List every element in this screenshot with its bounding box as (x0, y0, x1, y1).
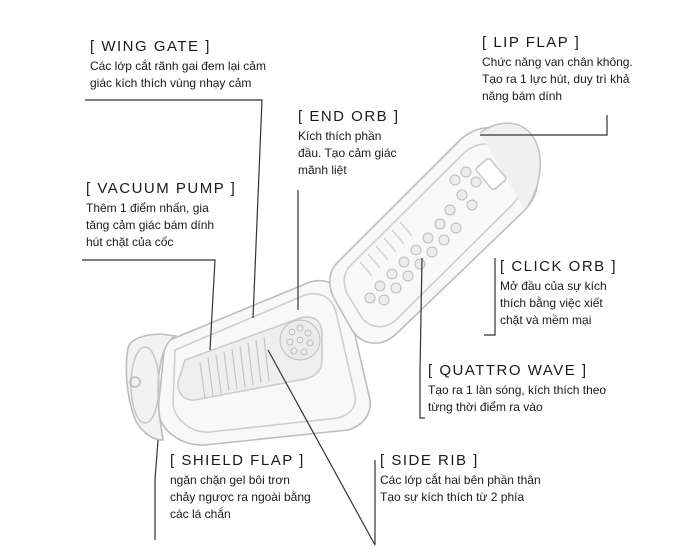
side-rib-title: [ SIDE RIB ] (380, 452, 479, 469)
lip-flap-line: năng bám dính (482, 89, 563, 103)
vacuum-pump-line: hút chặt của cốc (86, 235, 174, 249)
click-orb-title: [ CLICK ORB ] (500, 258, 618, 275)
wing-gate-description: Các lớp cắt rãnh gai đem lại cảm giác kí… (90, 58, 266, 92)
callout-vacuum-pump: [ VACUUM PUMP ] Thêm 1 điểm nhấn, gia tă… (86, 180, 236, 251)
lip-flap-description: Chức năng van chân không. Tạo ra 1 lực h… (482, 54, 633, 105)
leader-lines (82, 99, 608, 546)
click-orb-line: chặt và mềm mại (500, 313, 592, 327)
shield-flap-line: ngăn chặn gel bôi trơn (170, 473, 290, 487)
callout-wing-gate: [ WING GATE ] Các lớp cắt rãnh gai đem l… (90, 38, 266, 92)
wing-gate-ribs (199, 336, 270, 399)
lip-flap-line: Chức năng van chân không. (482, 55, 633, 69)
vacuum-pump-line: Thêm 1 điểm nhấn, gia (86, 201, 209, 215)
end-orb-line: mãnh liệt (298, 163, 347, 177)
wing-gate-line: Các lớp cắt rãnh gai đem lại cảm (90, 59, 266, 73)
shield-flap-description: ngăn chặn gel bôi trơn chảy ngược ra ngo… (170, 472, 311, 523)
callout-end-orb: [ END ORB ] Kích thích phần đầu. Tạo cảm… (298, 108, 400, 179)
end-orb-line: Kích thích phần (298, 129, 382, 143)
quattro-wave-description: Tạo ra 1 làn sóng, kích thích theo từng … (428, 382, 606, 416)
end-orb-title: [ END ORB ] (298, 108, 400, 125)
click-orb-line: thích bằng việc xiết (500, 296, 603, 310)
click-orb-description: Mở đầu của sự kích thích bằng việc xiết … (500, 278, 617, 329)
lip-flap-title: [ LIP FLAP ] (482, 34, 581, 51)
side-rib-description: Các lớp cắt hai bên phần thân Tạo sự kíc… (380, 472, 541, 506)
callout-quattro-wave: [ QUATTRO WAVE ] Tạo ra 1 làn sóng, kích… (428, 362, 606, 416)
wing-gate-line: giác kích thích vùng nhạy cảm (90, 76, 252, 90)
side-rib-line: Các lớp cắt hai bên phần thân (380, 473, 541, 487)
vacuum-pump-description: Thêm 1 điểm nhấn, gia tăng cảm giác bám … (86, 200, 236, 251)
shield-flap-line: các lá chắn (170, 507, 231, 521)
shield-flap-title: [ SHIELD FLAP ] (170, 452, 305, 469)
click-orb-line: Mở đầu của sự kích (500, 279, 607, 293)
shield-flap-line: chảy ngược ra ngoài bằng (170, 490, 311, 504)
quattro-wave-ridges (359, 221, 413, 277)
callout-side-rib: [ SIDE RIB ] Các lớp cắt hai bên phần th… (380, 452, 541, 506)
quattro-wave-line: Tạo ra 1 làn sóng, kích thích theo (428, 383, 607, 397)
side-rib-line: Tạo sự kích thích từ 2 phía (380, 490, 525, 504)
quattro-wave-title: [ QUATTRO WAVE ] (428, 362, 588, 379)
end-orb-bumps (279, 319, 321, 361)
end-orb-line: đầu. Tạo cảm giác (298, 146, 397, 160)
lip-flap-line: Tạo ra 1 lực hút, duy trì khả (482, 72, 630, 86)
callout-click-orb: [ CLICK ORB ] Mở đầu của sự kích thích b… (500, 258, 617, 329)
vacuum-pump-line: tăng cảm giác bám dính (86, 218, 215, 232)
callout-lip-flap: [ LIP FLAP ] Chức năng van chân không. T… (482, 34, 633, 105)
left-shell (125, 279, 372, 446)
end-orb-description: Kích thích phần đầu. Tạo cảm giác mãnh l… (298, 128, 400, 179)
vacuum-pump-title: [ VACUUM PUMP ] (86, 180, 237, 197)
quattro-wave-line: từng thời điểm ra vào (428, 400, 543, 414)
click-orb-bumps (364, 166, 482, 306)
callout-shield-flap: [ SHIELD FLAP ] ngăn chặn gel bôi trơn c… (170, 452, 311, 523)
wing-gate-title: [ WING GATE ] (90, 38, 211, 55)
